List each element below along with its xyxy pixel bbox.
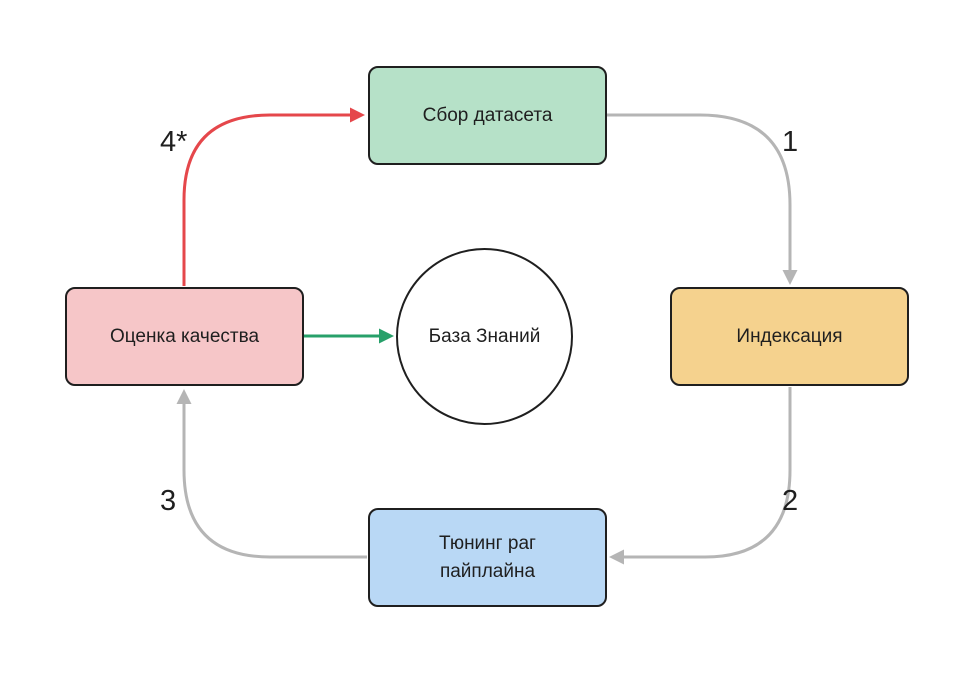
edge-tuning-to-quality: [176, 389, 367, 559]
step-label-1: 1: [782, 126, 799, 158]
node-knowledge-base: База Знаний: [396, 248, 573, 425]
step-label-2: 2: [782, 485, 799, 517]
edge-dataset-to-indexing: [607, 113, 798, 285]
node-tuning: Тюнинг раг пайплайна: [368, 508, 607, 607]
node-knowledge-base-label: База Знаний: [428, 325, 541, 347]
edge-quality-to-dataset: [182, 107, 365, 286]
edge-indexing-to-tuning: [609, 387, 792, 565]
node-tuning-label: Тюнинг раг пайплайна: [439, 532, 536, 582]
node-indexing-label: Индексация: [736, 325, 843, 347]
step-label-4: 4*: [160, 126, 188, 158]
node-dataset: Сбор датасета: [368, 66, 607, 165]
step-label-3: 3: [160, 485, 177, 517]
node-dataset-label: Сбор датасета: [422, 104, 553, 126]
node-indexing: Индексация: [670, 287, 909, 386]
node-quality: Оценка качества: [65, 287, 304, 386]
node-quality-label: Оценка качества: [109, 325, 260, 347]
